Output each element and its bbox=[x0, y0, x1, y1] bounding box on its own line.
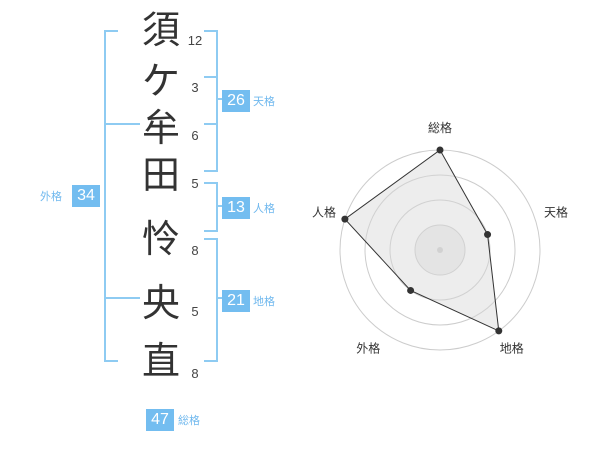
tenkaku-label: 天格 bbox=[253, 95, 275, 108]
tenkaku-value: 26 bbox=[222, 90, 250, 112]
jinkaku-bracket bbox=[204, 182, 218, 232]
stroke-count-5: 8 bbox=[191, 243, 199, 258]
tenkaku-bracket bbox=[204, 30, 218, 172]
bracket-tick bbox=[104, 297, 140, 299]
bracket-tick bbox=[204, 123, 216, 125]
radar-grid-ring bbox=[364, 174, 516, 326]
gaikaku-bracket bbox=[104, 30, 118, 362]
radar-axis-label: 総格 bbox=[428, 120, 452, 135]
gaikaku-label: 外格 bbox=[40, 190, 62, 203]
name-char-2: ケ bbox=[141, 59, 180, 103]
stroke-count-4: 5 bbox=[191, 176, 199, 191]
bracket-connector bbox=[216, 205, 222, 207]
bracket-connector bbox=[216, 98, 222, 100]
radar-point-5 bbox=[341, 215, 349, 223]
chikaku-label: 地格 bbox=[253, 295, 275, 308]
radar-axis-label: 天格 bbox=[544, 204, 568, 219]
chikaku-bracket bbox=[204, 238, 218, 362]
stroke-count-3: 6 bbox=[191, 128, 199, 143]
jinkaku-label: 人格 bbox=[253, 202, 275, 215]
bracket-tick bbox=[204, 76, 216, 78]
stroke-count-7: 8 bbox=[191, 366, 199, 381]
name-char-1: 須 bbox=[141, 8, 180, 52]
name-char-6: 央 bbox=[141, 281, 180, 325]
radar-axis-label: 人格 bbox=[312, 204, 336, 219]
radar-grid-ring bbox=[389, 199, 491, 301]
name-char-3: 牟 bbox=[141, 106, 180, 150]
radar-point-1 bbox=[436, 146, 444, 154]
gaikaku-value: 34 bbox=[72, 185, 100, 207]
name-char-7: 直 bbox=[141, 339, 180, 383]
soukaku-label: 総格 bbox=[178, 414, 200, 427]
name-char-5: 怜 bbox=[141, 217, 180, 261]
stroke-count-2: 3 bbox=[191, 80, 199, 95]
radar-polygon bbox=[344, 149, 500, 332]
radar-point-2 bbox=[484, 231, 492, 239]
stroke-count-6: 5 bbox=[191, 304, 199, 319]
bracket-connector bbox=[216, 297, 222, 299]
radar-point-4 bbox=[407, 286, 415, 294]
stroke-count-1: 12 bbox=[187, 33, 203, 48]
jinkaku-value: 13 bbox=[222, 197, 250, 219]
chikaku-value: 21 bbox=[222, 290, 250, 312]
radar-center-dot bbox=[437, 247, 443, 253]
radar-axis-label: 外格 bbox=[356, 341, 380, 356]
radar-point-3 bbox=[495, 327, 503, 335]
soukaku-value: 47 bbox=[146, 409, 174, 431]
radar-axis-label: 地格 bbox=[500, 341, 524, 356]
name-char-4: 田 bbox=[141, 153, 180, 197]
bracket-tick bbox=[104, 123, 140, 125]
